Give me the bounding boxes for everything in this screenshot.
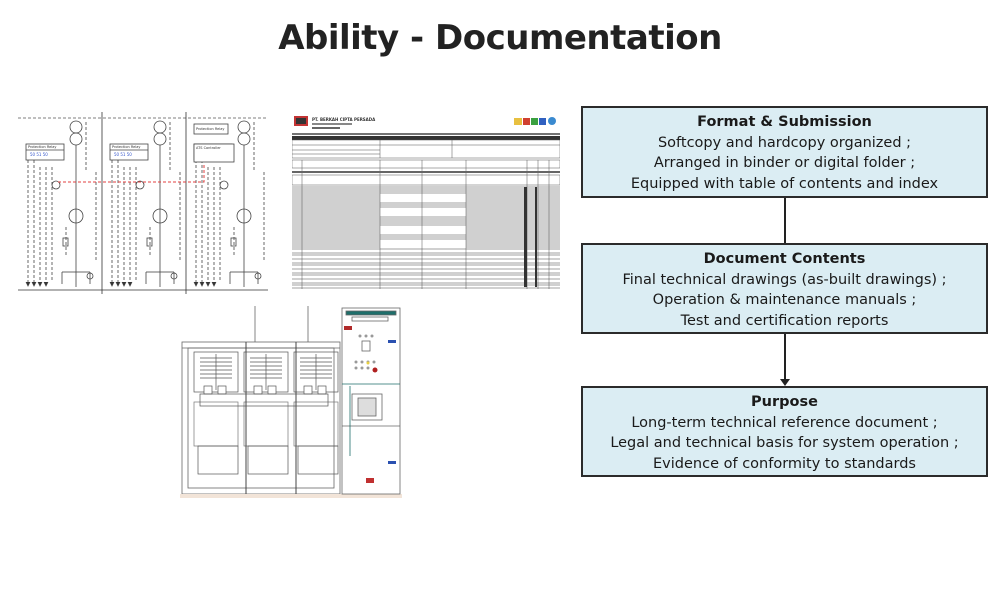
box-line: Legal and technical basis for system ope… [610, 435, 959, 451]
arrow-down-icon [780, 379, 790, 386]
single-line-diagram: 50 51 50 50 51 50 Protection Relay Prote… [18, 112, 268, 294]
box-title: Purpose [751, 394, 818, 410]
box-line: Long-term technical reference document ; [631, 414, 938, 431]
relay-label: Protection Relay [112, 145, 140, 149]
box-line: Operation & maintenance manuals ; [652, 292, 917, 308]
cabinet-drawing [180, 306, 402, 498]
company-name: PT. BERKAH CIPTA PERSADA [312, 117, 376, 122]
relay-label: Protection Relay [28, 145, 56, 149]
connector-line [784, 198, 786, 243]
box-line: Test and certification reports [680, 312, 889, 329]
test-plan-table: PT. BERKAH CIPTA PERSADA [292, 116, 560, 289]
box-line: Evidence of conformity to standards [653, 455, 916, 472]
switchgear-cabinet-image [180, 306, 402, 501]
relay-label: Protection Relay [196, 127, 224, 131]
box-line: Softcopy and hardcopy organized ; [657, 134, 912, 151]
schematic-drawing-image: 50 51 50 50 51 50 Protection Relay Prote… [18, 112, 268, 294]
box-title: Format & Submission [697, 114, 872, 130]
flow-box-format-submission: Format & Submission Softcopy and hardcop… [581, 106, 988, 198]
svg-text:50 51 50: 50 51 50 [114, 152, 132, 157]
test-plan-document-image: PT. BERKAH CIPTA PERSADA [292, 113, 560, 289]
box-title: Document Contents [703, 251, 866, 267]
page-title: Ability - Documentation [278, 18, 722, 58]
ats-label: ATS Controller [196, 146, 221, 150]
connector-arrow-line [784, 334, 786, 379]
box-line: Arranged in binder or digital folder ; [653, 155, 916, 171]
flow-box-purpose: Purpose Long-term technical reference do… [581, 386, 988, 477]
box-line: Final technical drawings (as-built drawi… [622, 271, 947, 288]
flow-box-document-contents: Document Contents Final technical drawin… [581, 243, 988, 334]
svg-text:50 51 50: 50 51 50 [30, 152, 48, 157]
box-line: Equipped with table of contents and inde… [630, 175, 939, 192]
